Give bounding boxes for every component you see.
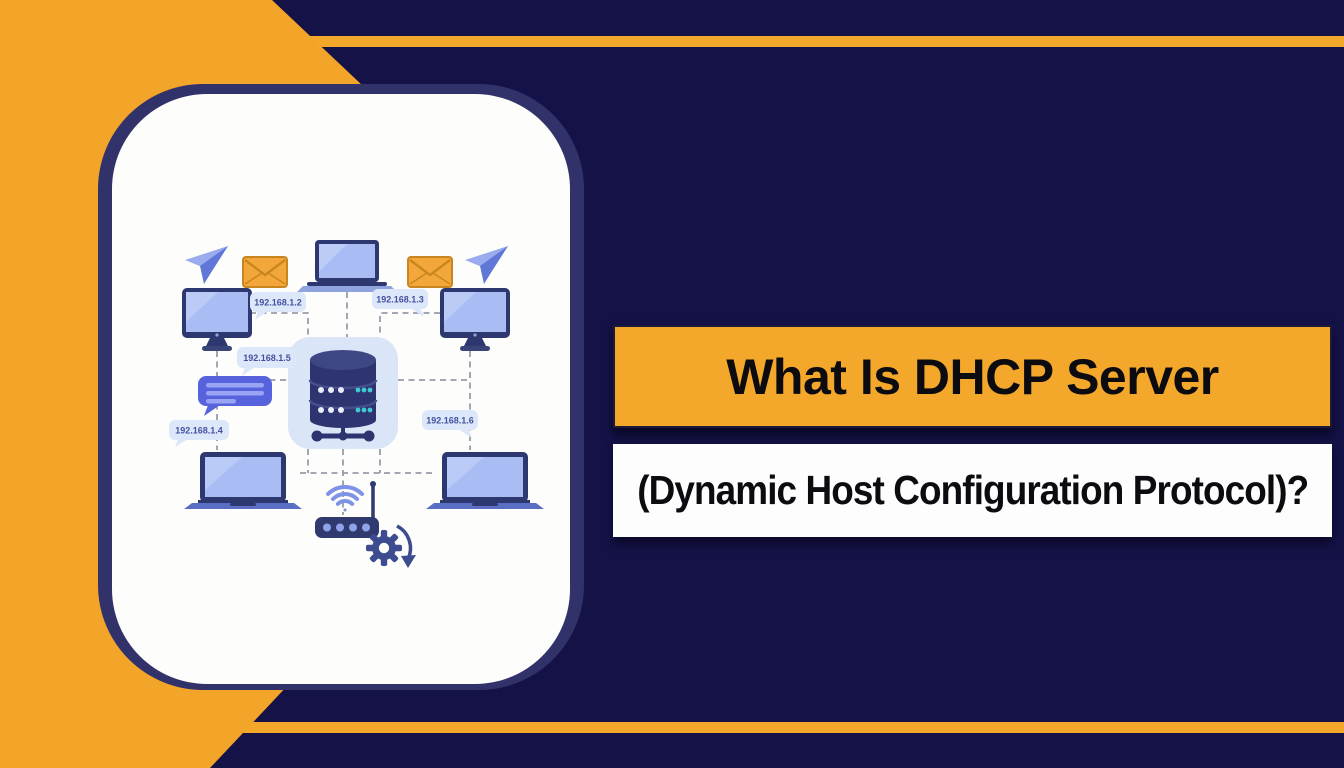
dashed-connection-line — [250, 312, 309, 337]
database-server-icon — [308, 350, 378, 442]
monitor-icon-right — [440, 288, 510, 351]
svg-text:192.168.1.4: 192.168.1.4 — [175, 426, 223, 436]
envelope-icon — [242, 256, 288, 288]
monitor-icon-left — [182, 288, 252, 351]
page-title: What Is DHCP Server — [726, 348, 1219, 405]
top-yellow-stripe — [0, 36, 1344, 47]
ip-label: 192.168.1.6 — [422, 410, 478, 438]
svg-text:192.168.1.2: 192.168.1.2 — [254, 298, 302, 308]
title-banner: What Is DHCP Server — [613, 325, 1332, 428]
network-diagram: 192.168.1.2 192.168.1.3 192.168.1.5 192.… — [169, 240, 544, 568]
dhcp-server-icon — [288, 337, 398, 449]
laptop-icon-bottom-left — [184, 452, 302, 509]
laptop-icon-bottom-right — [426, 452, 544, 509]
svg-text:192.168.1.5: 192.168.1.5 — [243, 353, 291, 363]
ip-label: 192.168.1.3 — [372, 289, 428, 317]
ip-label-group: 192.168.1.2 192.168.1.3 192.168.1.5 192.… — [169, 289, 478, 447]
page-subtitle: (Dynamic Host Configuration Protocol)? — [637, 467, 1309, 513]
dashed-connection-line — [379, 312, 440, 337]
refresh-arrow-icon — [396, 524, 413, 560]
ip-label: 192.168.1.5 — [237, 347, 297, 376]
chat-bubble-icon — [198, 376, 272, 416]
envelope-icon — [407, 256, 453, 288]
laptop-icon-top — [297, 240, 397, 292]
illustration-card: 192.168.1.2 192.168.1.3 192.168.1.5 192.… — [112, 94, 570, 684]
gear-icon — [366, 524, 416, 568]
ip-label: 192.168.1.4 — [169, 420, 229, 447]
paper-plane-icon — [185, 246, 228, 284]
bottom-yellow-stripe — [0, 722, 1344, 733]
paper-plane-icon — [465, 246, 508, 284]
router-icon — [315, 481, 416, 568]
ip-label: 192.168.1.2 — [250, 292, 306, 320]
svg-text:192.168.1.3: 192.168.1.3 — [376, 295, 424, 305]
wifi-icon — [326, 484, 364, 512]
svg-text:192.168.1.6: 192.168.1.6 — [426, 416, 474, 426]
subtitle-banner: (Dynamic Host Configuration Protocol)? — [613, 444, 1332, 537]
